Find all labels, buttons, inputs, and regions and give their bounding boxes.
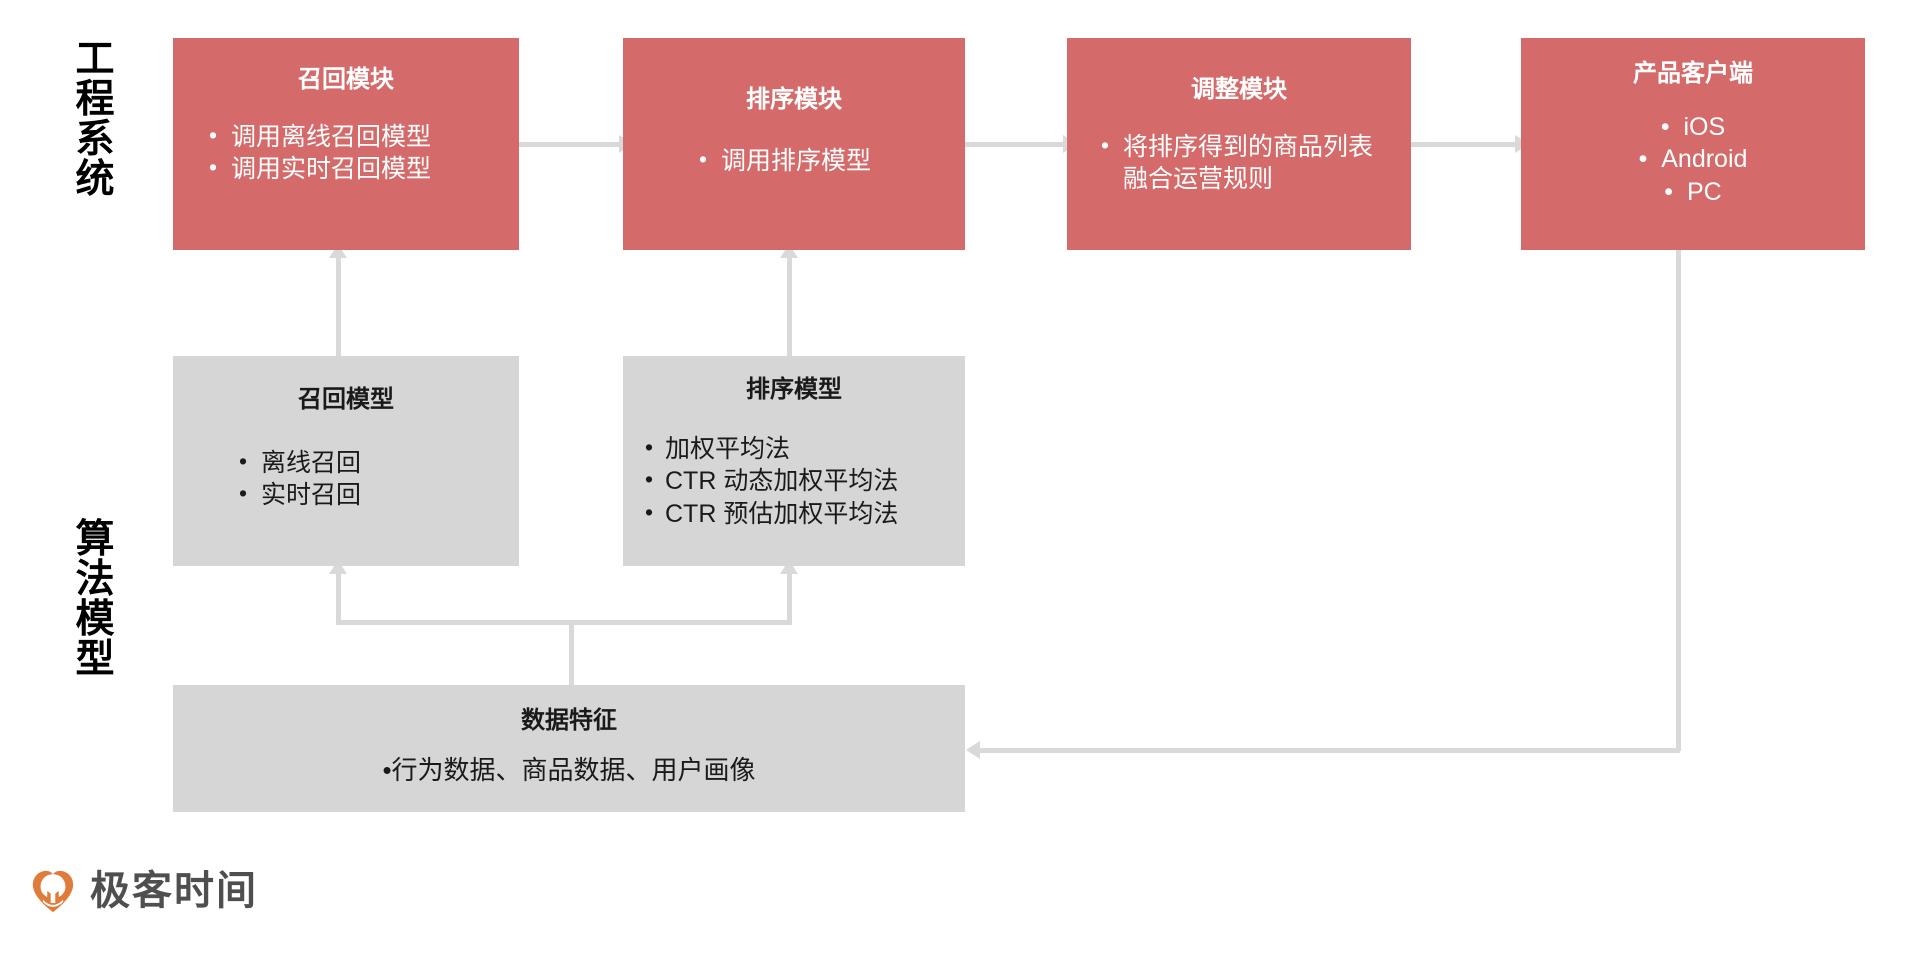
list-item: 调用排序模型	[695, 145, 955, 178]
model-box-data-features-text: •行为数据、商品数据、用户画像	[382, 754, 756, 785]
module-box-adjust-title: 调整模块	[1191, 76, 1287, 103]
brand-logo-text: 极客时间	[90, 869, 258, 913]
arrowhead-feedback-to-data	[966, 741, 980, 759]
connector-data-crossbar	[336, 620, 792, 625]
connector-data-branch-right	[787, 574, 792, 624]
section-label-algorithm-text: 算法模型	[75, 518, 115, 682]
connector-recall-to-rank	[519, 142, 623, 147]
model-box-recall[interactable]: 召回模型 离线召回 实时召回	[173, 356, 519, 566]
model-box-rank-body: 加权平均法 CTR 动态加权平均法 CTR 预估加权平均法	[633, 433, 955, 531]
model-box-data-features-title: 数据特征	[521, 707, 617, 734]
model-box-recall-body: 离线召回 实时召回	[183, 447, 509, 512]
module-box-recall[interactable]: 召回模块 调用离线召回模型 调用实时召回模型	[173, 38, 519, 250]
module-box-rank-title: 排序模块	[746, 86, 842, 113]
connector-rank-model-to-module	[787, 258, 792, 356]
model-box-rank[interactable]: 排序模型 加权平均法 CTR 动态加权平均法 CTR 预估加权平均法	[623, 356, 965, 566]
model-box-data-features[interactable]: 数据特征 •行为数据、商品数据、用户画像	[173, 685, 965, 812]
list-item: iOS	[1531, 111, 1855, 144]
module-box-client-title: 产品客户端	[1633, 60, 1753, 87]
module-box-adjust-body: 将排序得到的商品列表融合运营规则	[1081, 131, 1397, 196]
list-item: 调用离线召回模型	[205, 121, 509, 154]
connector-feedback-horizontal	[980, 748, 1680, 753]
section-label-algorithm: 算法模型	[60, 518, 130, 682]
list-item: CTR 预估加权平均法	[641, 498, 955, 531]
module-box-rank-body: 调用排序模型	[633, 145, 955, 178]
brand-logo: 极客时间	[30, 868, 258, 914]
module-box-recall-body: 调用离线召回模型 调用实时召回模型	[183, 121, 509, 186]
section-label-engineering: 工程系统	[60, 38, 130, 202]
model-box-recall-title: 召回模型	[298, 386, 394, 413]
list-item: 离线召回	[235, 447, 509, 480]
module-box-rank[interactable]: 排序模块 调用排序模型	[623, 38, 965, 250]
geektime-heart-icon	[30, 868, 76, 914]
list-item: 调用实时召回模型	[205, 153, 509, 186]
connector-recall-model-to-module	[336, 258, 341, 356]
list-item: Android	[1531, 143, 1855, 176]
module-box-client[interactable]: 产品客户端 iOS Android PC	[1521, 38, 1865, 250]
connector-adjust-to-client	[1411, 142, 1521, 147]
connector-data-branch-left	[336, 574, 341, 624]
connector-feedback-vertical	[1676, 250, 1681, 751]
list-item: CTR 动态加权平均法	[641, 465, 955, 498]
module-box-adjust[interactable]: 调整模块 将排序得到的商品列表融合运营规则	[1067, 38, 1411, 250]
list-item: PC	[1531, 176, 1855, 209]
list-item: 实时召回	[235, 479, 509, 512]
module-box-recall-title: 召回模块	[298, 66, 394, 93]
list-item: 加权平均法	[641, 433, 955, 466]
connector-rank-to-adjust	[965, 142, 1067, 147]
connector-data-trunk	[569, 620, 574, 685]
section-label-engineering-text: 工程系统	[75, 38, 115, 202]
model-box-rank-title: 排序模型	[746, 376, 842, 403]
module-box-client-body: iOS Android PC	[1531, 111, 1855, 209]
list-item: 将排序得到的商品列表融合运营规则	[1097, 131, 1397, 196]
